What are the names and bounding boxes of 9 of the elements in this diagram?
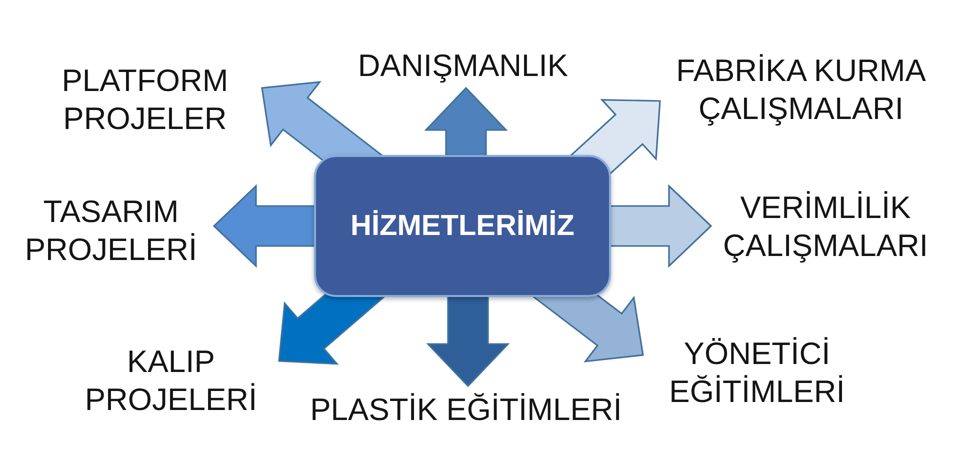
service-label: FABRİKA KURMA ÇALIŞMALARI [666, 52, 936, 128]
service-label: YÖNETİCİ EĞİTİMLERİ [657, 335, 857, 411]
service-label: VERİMLİLİK ÇALIŞMALARI [718, 189, 933, 265]
service-label: PLATFORM PROJELER [45, 62, 245, 138]
service-label: PLASTİK EĞİTİMLERİ [296, 391, 636, 429]
service-label: DANIŞMANLIK [343, 47, 583, 85]
service-label: TASARIM PROJELERİ [16, 193, 206, 269]
hub-box: HİZMETLERİMİZ [314, 155, 611, 297]
service-label: KALIP PROJELERİ [76, 343, 266, 419]
